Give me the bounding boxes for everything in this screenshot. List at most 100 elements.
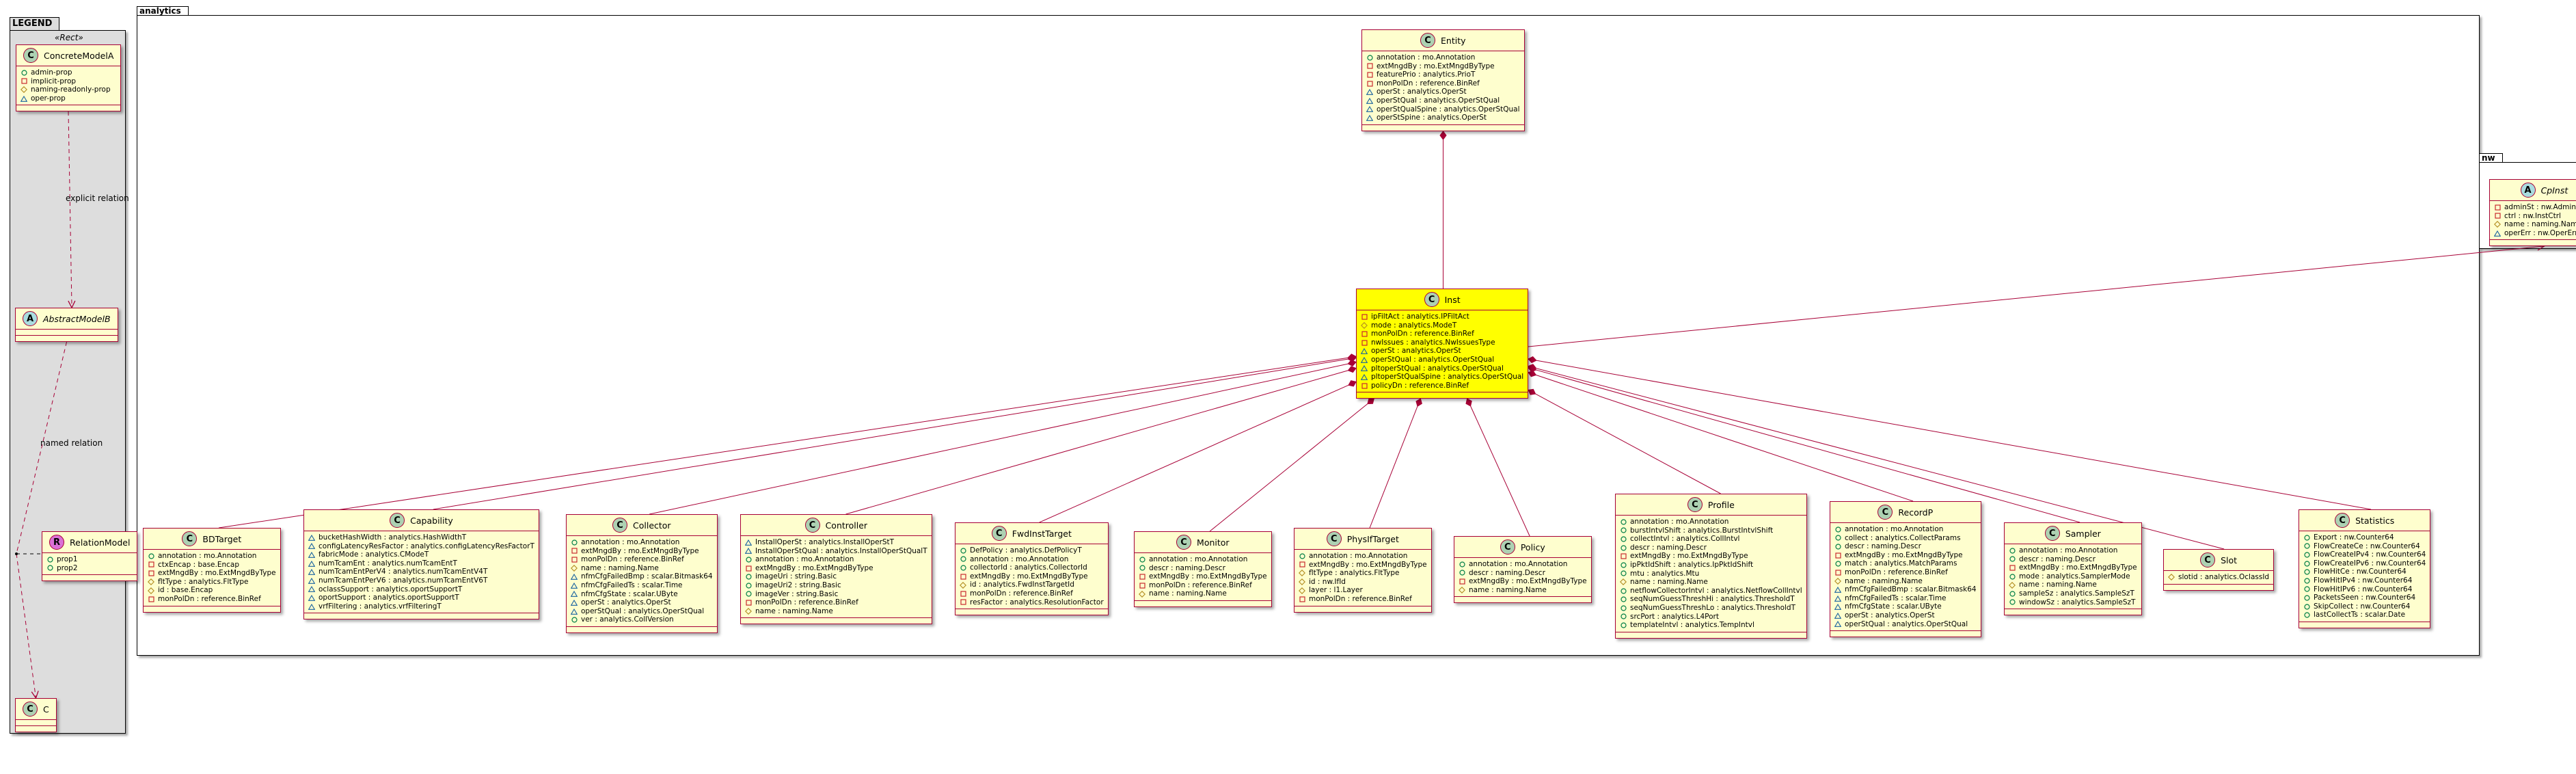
attribute-text: PacketsSeen : nw.Counter64 <box>2314 593 2416 602</box>
class-attribute: InstallOperSt : analytics.InstallOperStT <box>745 538 927 547</box>
public-visibility-icon <box>2303 577 2310 584</box>
private-visibility-icon <box>1361 382 1368 389</box>
protected-visibility-icon <box>960 581 966 589</box>
attribute-text: ipPktIdShift : analytics.IpPktIdShift <box>1630 560 1754 569</box>
attribute-text: nfmCfgFailedTs : scalar.Time <box>1845 593 1947 602</box>
attribute-text: operSt : analytics.OperSt <box>581 598 671 607</box>
package-tab-nw: nw <box>2479 153 2503 163</box>
private-visibility-icon <box>1834 569 1841 576</box>
class-attribute: descr : naming.Descr <box>2009 555 2137 564</box>
class-icon: C <box>1424 292 1439 307</box>
package-visibility-icon <box>308 603 315 610</box>
method-list <box>955 609 1108 615</box>
class-attribute: ipPktIdShift : analytics.IpPktIdShift <box>1620 561 1802 570</box>
attribute-text: monPolDn : reference.BinRef <box>1845 568 1948 576</box>
class-attribute: nfmCfgFailedBmp : scalar.Bitmask64 <box>571 572 713 581</box>
public-visibility-icon <box>1620 604 1627 611</box>
package-visibility-icon <box>1361 373 1368 380</box>
attribute-text: imageVer : string.Basic <box>755 589 839 598</box>
class-attribute: operStQual : analytics.OperStQual <box>1366 96 1520 105</box>
class-attribute: extMngdBy : mo.ExtMngdByType <box>1834 551 1977 560</box>
attribute-text: monPolDn : reference.BinRef <box>1371 330 1474 338</box>
attribute-text: imageUri2 : string.Basic <box>755 580 841 589</box>
attribute-text: nwIssues : analytics.NwIssuesType <box>1371 338 1495 347</box>
public-visibility-icon <box>1620 535 1627 542</box>
attribute-text: annotation : mo.Annotation <box>2019 546 2118 555</box>
private-visibility-icon <box>1361 330 1368 337</box>
private-visibility-icon <box>1459 578 1465 585</box>
class-attribute: monPolDn : reference.BinRef <box>571 555 713 564</box>
attribute-text: slotid : analytics.OclassId <box>2178 573 2270 581</box>
protected-visibility-icon <box>1361 321 1368 329</box>
package-visibility-icon <box>745 548 752 555</box>
class-attribute: monPolDn : reference.BinRef <box>745 598 927 607</box>
class-attribute: srcPort : analytics.L4Port <box>1620 613 1802 622</box>
class-attribute: seqNumGuessThreshLo : analytics.Threshol… <box>1620 604 1802 613</box>
attribute-text: id : analytics.FwdInstTargetId <box>970 580 1074 589</box>
class-attribute: annotation : mo.Annotation <box>1459 560 1587 569</box>
attribute-text: annotation : mo.Annotation <box>1630 518 1729 526</box>
class-attribute: name : naming.Name <box>1834 577 1977 586</box>
class-attribute: vrfFiltering : analytics.vrfFilteringT <box>308 602 534 611</box>
class-attribute: operSt : analytics.OperSt <box>1834 611 1977 620</box>
protected-visibility-icon <box>1834 577 1841 585</box>
package-visibility-icon <box>308 577 315 584</box>
class-name: Policy <box>1520 542 1545 552</box>
attribute-text: extMngdBy : mo.ExtMngdByType <box>1309 560 1427 569</box>
class-attribute: name : naming.Name <box>2494 220 2576 229</box>
class-attribute: extMngdBy : mo.ExtMngdByType <box>960 572 1104 581</box>
attribute-text: sampleSz : analytics.SampleSzT <box>2019 589 2134 598</box>
attribute-text: seqNumGuessThreshHi : analytics.Threshol… <box>1630 595 1795 604</box>
class-icon: C <box>1326 531 1342 546</box>
attribute-text: lastCollectTs : scalar.Date <box>2314 611 2406 619</box>
public-visibility-icon <box>21 69 27 76</box>
class-attribute: naming-readonly-prop <box>21 85 116 94</box>
class-attribute: extMngdBy : mo.ExtMngdByType <box>745 564 927 573</box>
class-icon: C <box>1176 535 1192 550</box>
public-visibility-icon <box>1834 561 1841 568</box>
public-visibility-icon <box>1620 570 1627 577</box>
attribute-text: FlowHitIPv6 : nw.Counter64 <box>2314 585 2413 593</box>
class-attribute: operStQual : analytics.OperStQual <box>1361 356 1523 364</box>
attribute-text: FlowHitIPv4 : nw.Counter64 <box>2314 576 2413 585</box>
class-name: Profile <box>1707 499 1735 510</box>
attribute-text: vrfFiltering : analytics.vrfFilteringT <box>318 602 442 611</box>
attribute-text: oper-prop <box>31 94 66 103</box>
package-visibility-icon <box>571 574 578 580</box>
class-attribute: operSt : analytics.OperSt <box>1366 88 1520 96</box>
attribute-text: numTcamEnt : analytics.numTcamEntT <box>318 559 457 568</box>
class-attribute: extMngdBy : mo.ExtMngdByType <box>148 569 276 578</box>
class-attribute: policyDn : reference.BinRef <box>1361 382 1523 390</box>
attribute-text: nfmCfgState : scalar.UByte <box>581 589 678 598</box>
protected-visibility-icon <box>1459 587 1465 594</box>
class-attribute: name : naming.Name <box>1139 589 1267 598</box>
class-attribute: monPolDn : reference.BinRef <box>1834 568 1977 577</box>
method-list <box>2299 622 2430 628</box>
class-attribute: fltType : analytics.FltType <box>1299 569 1427 578</box>
attribute-text: descr : naming.Descr <box>1469 568 1545 577</box>
attribute-text: mode : analytics.SamplerMode <box>2019 572 2130 580</box>
attribute-text: extMngdBy : mo.ExtMngdByType <box>755 563 873 572</box>
public-visibility-icon <box>2009 573 2016 580</box>
attribute-text: operStQual : analytics.OperStQual <box>1845 619 1968 628</box>
attribute-list <box>16 720 56 726</box>
attribute-text: fltType : analytics.FltType <box>1309 569 1400 578</box>
attribute-text: monPolDn : reference.BinRef <box>581 555 684 564</box>
class-attribute: imageVer : string.Basic <box>745 590 927 599</box>
method-list <box>1357 392 1528 398</box>
